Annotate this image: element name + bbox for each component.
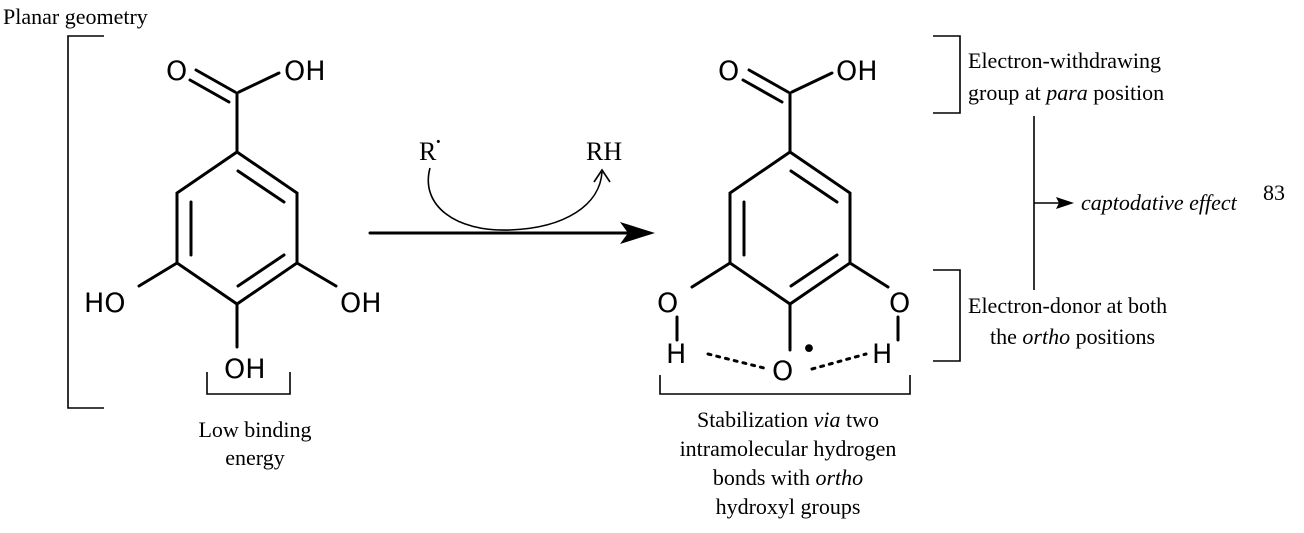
energy-label: energy: [225, 445, 284, 470]
oh-bracket: [206, 372, 291, 395]
benzene-ring: [175, 150, 299, 306]
edg-label-italic: ortho: [1022, 324, 1070, 349]
hydroxyl-bond: [790, 71, 834, 94]
phenoxyl-radical-molecule: O OH O O H H O • Stabilization via two i…: [657, 56, 911, 519]
carboxyl-oxygen: O: [166, 56, 187, 87]
captodative-effect-label: captodative effect: [1081, 190, 1238, 215]
ewg-label-text: group at: [968, 80, 1046, 105]
benzene-ring: [728, 150, 852, 306]
stabilization-label-text: two: [841, 407, 880, 432]
oxygen-radical: O: [772, 356, 793, 387]
curved-arrow: [427, 167, 603, 231]
oh-bond-left: [137, 261, 179, 288]
stabilization-label-line1: Stabilization via two: [697, 407, 879, 432]
radical-dot: •: [801, 334, 817, 365]
reaction-product: RH: [586, 137, 622, 166]
oh-bond-right: [295, 261, 338, 288]
reference-superscript: 83: [1263, 180, 1285, 205]
carbonyl-bond: [741, 78, 784, 104]
stabilization-label-line2: intramolecular hydrogen: [680, 436, 897, 461]
hydroxyl-left: HO: [84, 288, 126, 319]
hydroxyl-bond: [237, 71, 281, 94]
carbonyl-bond: [188, 78, 231, 104]
hydrogen-left: H: [666, 339, 686, 370]
edg-label-text: the: [990, 324, 1022, 349]
radical-reagent: R: [419, 137, 437, 166]
o-bond-right: [848, 261, 890, 289]
carboxyl-hydroxyl: OH: [836, 56, 878, 87]
ewg-label-text: position: [1088, 80, 1164, 105]
ewg-label-line1: Electron-withdrawing: [968, 48, 1161, 73]
curved-arrow-head: [593, 168, 611, 183]
ring-double-bond: [236, 253, 286, 288]
oxygen-right: O: [889, 288, 910, 319]
hydrogen-bond-right: [810, 352, 868, 371]
stabilization-label-text: Stabilization: [697, 407, 814, 432]
radical-dot: ·: [434, 127, 443, 156]
ewg-bracket: [933, 35, 961, 114]
stabilization-label-text: bonds with: [713, 465, 816, 490]
edg-label-line1: Electron-donor at both: [968, 293, 1167, 318]
ring-double-bond: [236, 169, 286, 204]
stabilization-label-italic: ortho: [816, 465, 864, 490]
stabilization-label-line3: bonds with ortho: [713, 465, 863, 490]
carboxyl-oxygen: O: [718, 56, 739, 87]
ewg-label-line2: group at para position: [968, 80, 1164, 105]
edg-bracket: [933, 269, 961, 362]
planar-geometry-bracket: [67, 35, 104, 409]
edg-label-line2: the ortho positions: [990, 324, 1155, 349]
ewg-label-italic: para: [1044, 80, 1088, 105]
hydroxyl-bottom: OH: [224, 354, 266, 385]
reaction-arrow-group: R · RH: [368, 127, 655, 244]
ring-double-bond: [789, 253, 839, 288]
o-bond-left: [690, 261, 732, 289]
ring-double-bond: [789, 169, 839, 204]
captodative-text: captodative effect: [1081, 190, 1238, 215]
carbonyl-bond: [747, 68, 790, 94]
hydroxyl-right: OH: [340, 288, 382, 319]
edg-label-text: positions: [1070, 324, 1155, 349]
effect-arrow-head: [1056, 197, 1074, 209]
diagram-title: Planar geometry: [3, 4, 148, 29]
carbonyl-bond: [194, 68, 237, 94]
carboxyl-hydroxyl: OH: [284, 56, 326, 87]
hydrogen-bond-left: [706, 352, 770, 371]
oxygen-left: O: [657, 288, 678, 319]
stabilization-label-italic: via: [814, 407, 841, 432]
gallic-acid-molecule: O OH HO OH OH Low binding energy: [84, 56, 382, 470]
stabilization-bracket: [659, 375, 911, 395]
low-binding-label: Low binding: [198, 417, 311, 442]
hydrogen-right: H: [872, 339, 892, 370]
stabilization-label-line4: hydroxyl groups: [716, 494, 861, 519]
annotations: Electron-withdrawing group at para posit…: [933, 35, 1285, 362]
reaction-arrow-head: [620, 222, 655, 244]
